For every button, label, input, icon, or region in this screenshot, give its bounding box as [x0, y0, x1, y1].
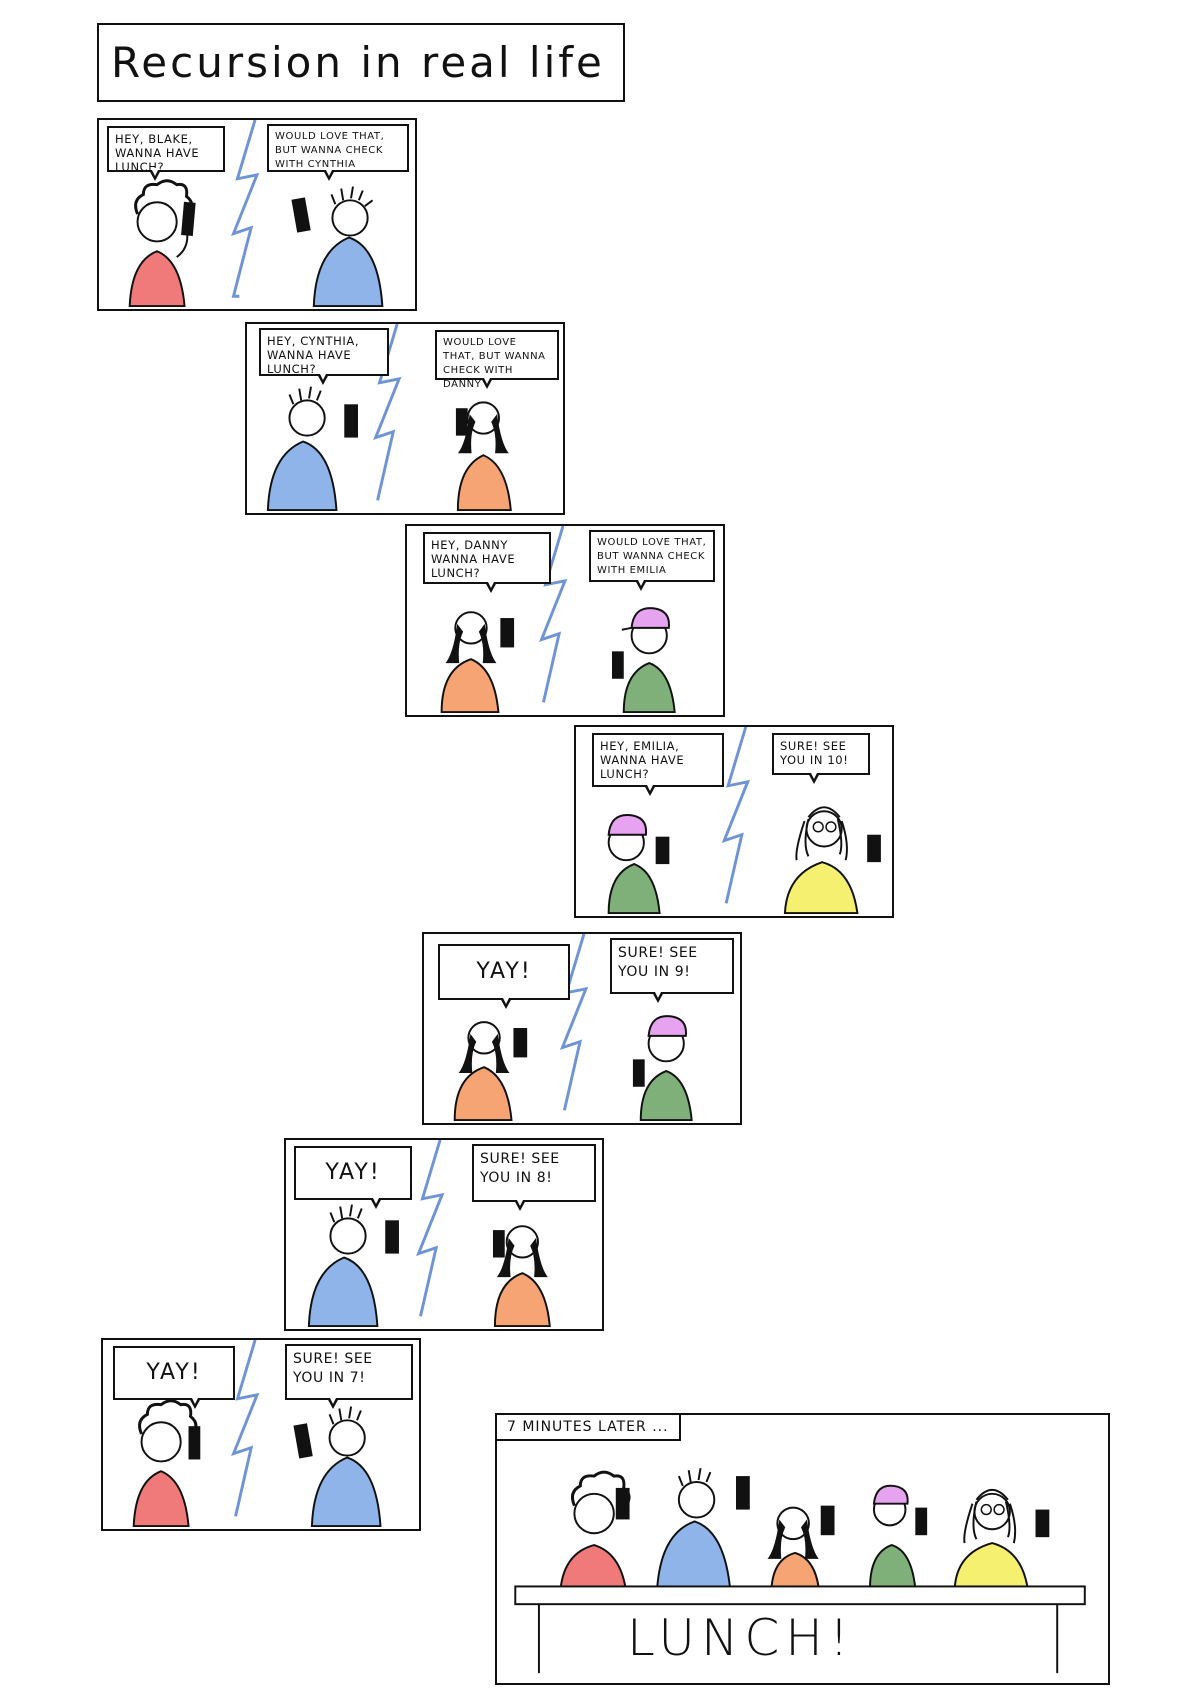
final-panel-art [514, 1468, 1086, 1674]
speech-text: HEY, EMILIA, WANNA HAVE LUNCH? [600, 739, 685, 781]
speech-bubble-right: WOULD LOVE THAT, BUT WANNA CHECK WITH DA… [435, 330, 559, 390]
speech-bubble-left: YAY! [294, 1146, 412, 1209]
lightning-bolt [721, 727, 751, 904]
boy-cap-left [607, 814, 670, 915]
speech-bubble-left: HEY, DANNY WANNA HAVE LUNCH? [423, 532, 551, 593]
lightning-bolt [415, 1140, 445, 1317]
girl-curly-left [128, 179, 196, 308]
time-caption: 7 MINUTES LATER ... [497, 1415, 681, 1441]
panel-4: HEY, EMILIA, WANNA HAVE LUNCH? SURE! SEE… [574, 725, 894, 918]
panel-7-art [132, 1340, 382, 1528]
boy-cap [869, 1484, 928, 1590]
speech-bubble-right: SURE! SEE YOU IN 8! [472, 1144, 596, 1211]
speech-text: YAY! [476, 959, 532, 984]
girl-curly [559, 1470, 631, 1590]
girl-long-hair [767, 1505, 835, 1590]
boy-spiky [656, 1468, 750, 1590]
girl-long-hair-left [440, 611, 515, 714]
boy-spiky-right [291, 186, 384, 308]
panel-6-art [307, 1140, 551, 1328]
speech-bubble-right: SURE! SEE YOU IN 9! [610, 938, 734, 1003]
final-panel: 7 MINUTES LATER ... [495, 1413, 1110, 1685]
speech-text: WOULD LOVE THAT, BUT WANNA CHECK WITH CY… [275, 131, 385, 170]
speech-bubble-left: YAY! [113, 1346, 235, 1409]
speech-bubble-right: SURE! SEE YOU IN 10! [772, 733, 870, 784]
girl-glasses-right [783, 806, 881, 915]
boy-cap-right [612, 607, 676, 714]
speech-text: SURE! SEE YOU IN 9! [618, 945, 698, 980]
comic-title-box: Recursion in real life [97, 23, 625, 102]
speech-text: SURE! SEE YOU IN 10! [780, 739, 849, 767]
panel-5-art [453, 934, 693, 1122]
panel-1-art [128, 120, 384, 308]
boy-spiky-left [266, 386, 358, 512]
panel-3-art [440, 526, 676, 714]
panel-4-art [607, 727, 881, 915]
panel-2: HEY, CYNTHIA, WANNA HAVE LUNCH? WOULD LO… [245, 322, 565, 515]
speech-text: YAY! [325, 1160, 381, 1185]
boy-spiky-right [293, 1406, 382, 1528]
speech-text: YAY! [146, 1360, 202, 1385]
lunch-table [514, 1585, 1086, 1674]
speech-text: WOULD LOVE THAT, BUT WANNA CHECK WITH DA… [443, 337, 546, 390]
girl-long-hair-right [492, 1225, 551, 1328]
lightning-bolt [230, 120, 260, 298]
panel-7: YAY! SURE! SEE YOU IN 7! [101, 1338, 421, 1531]
girl-glasses [953, 1488, 1050, 1590]
speech-bubble-right: WOULD LOVE THAT, BUT WANNA CHECK WITH EM… [589, 530, 715, 591]
lightning-bolt [231, 1340, 260, 1517]
speech-text: HEY, CYNTHIA, WANNA HAVE LUNCH? [267, 334, 360, 376]
speech-text: HEY, DANNY WANNA HAVE LUNCH? [431, 538, 516, 580]
panel-3: HEY, DANNY WANNA HAVE LUNCH? WOULD LOVE … [405, 524, 725, 717]
boy-cap-right [632, 1015, 693, 1122]
girl-long-hair-right [455, 401, 512, 512]
speech-text: SURE! SEE YOU IN 8! [480, 1151, 560, 1186]
speech-bubble-left: YAY! [438, 944, 570, 1009]
speech-bubble-left: HEY, EMILIA, WANNA HAVE LUNCH? [592, 733, 724, 796]
comic-title: Recursion in real life [111, 38, 605, 87]
panel-5: YAY! SURE! SEE YOU IN 9! [422, 932, 742, 1125]
panel-6: YAY! SURE! SEE YOU IN 8! [284, 1138, 604, 1331]
speech-bubble-left: HEY, BLAKE, WANNA HAVE LUNCH? [107, 126, 225, 181]
speech-text: WOULD LOVE THAT, BUT WANNA CHECK WITH EM… [597, 537, 707, 576]
panel-2-art [266, 324, 512, 512]
speech-bubble-left: HEY, CYNTHIA, WANNA HAVE LUNCH? [259, 328, 389, 385]
speech-bubble-right: WOULD LOVE THAT, BUT WANNA CHECK WITH CY… [267, 124, 409, 181]
girl-long-hair-left [453, 1021, 528, 1122]
lunch-table-text: LUNCH! [627, 1609, 855, 1667]
speech-text: SURE! SEE YOU IN 7! [293, 1351, 373, 1386]
boy-spiky-left [307, 1204, 399, 1328]
panel-1: HEY, BLAKE, WANNA HAVE LUNCH? WOULD LOVE… [97, 118, 417, 311]
speech-bubble-right: SURE! SEE YOU IN 7! [285, 1344, 413, 1409]
girl-curly-left [132, 1399, 201, 1528]
